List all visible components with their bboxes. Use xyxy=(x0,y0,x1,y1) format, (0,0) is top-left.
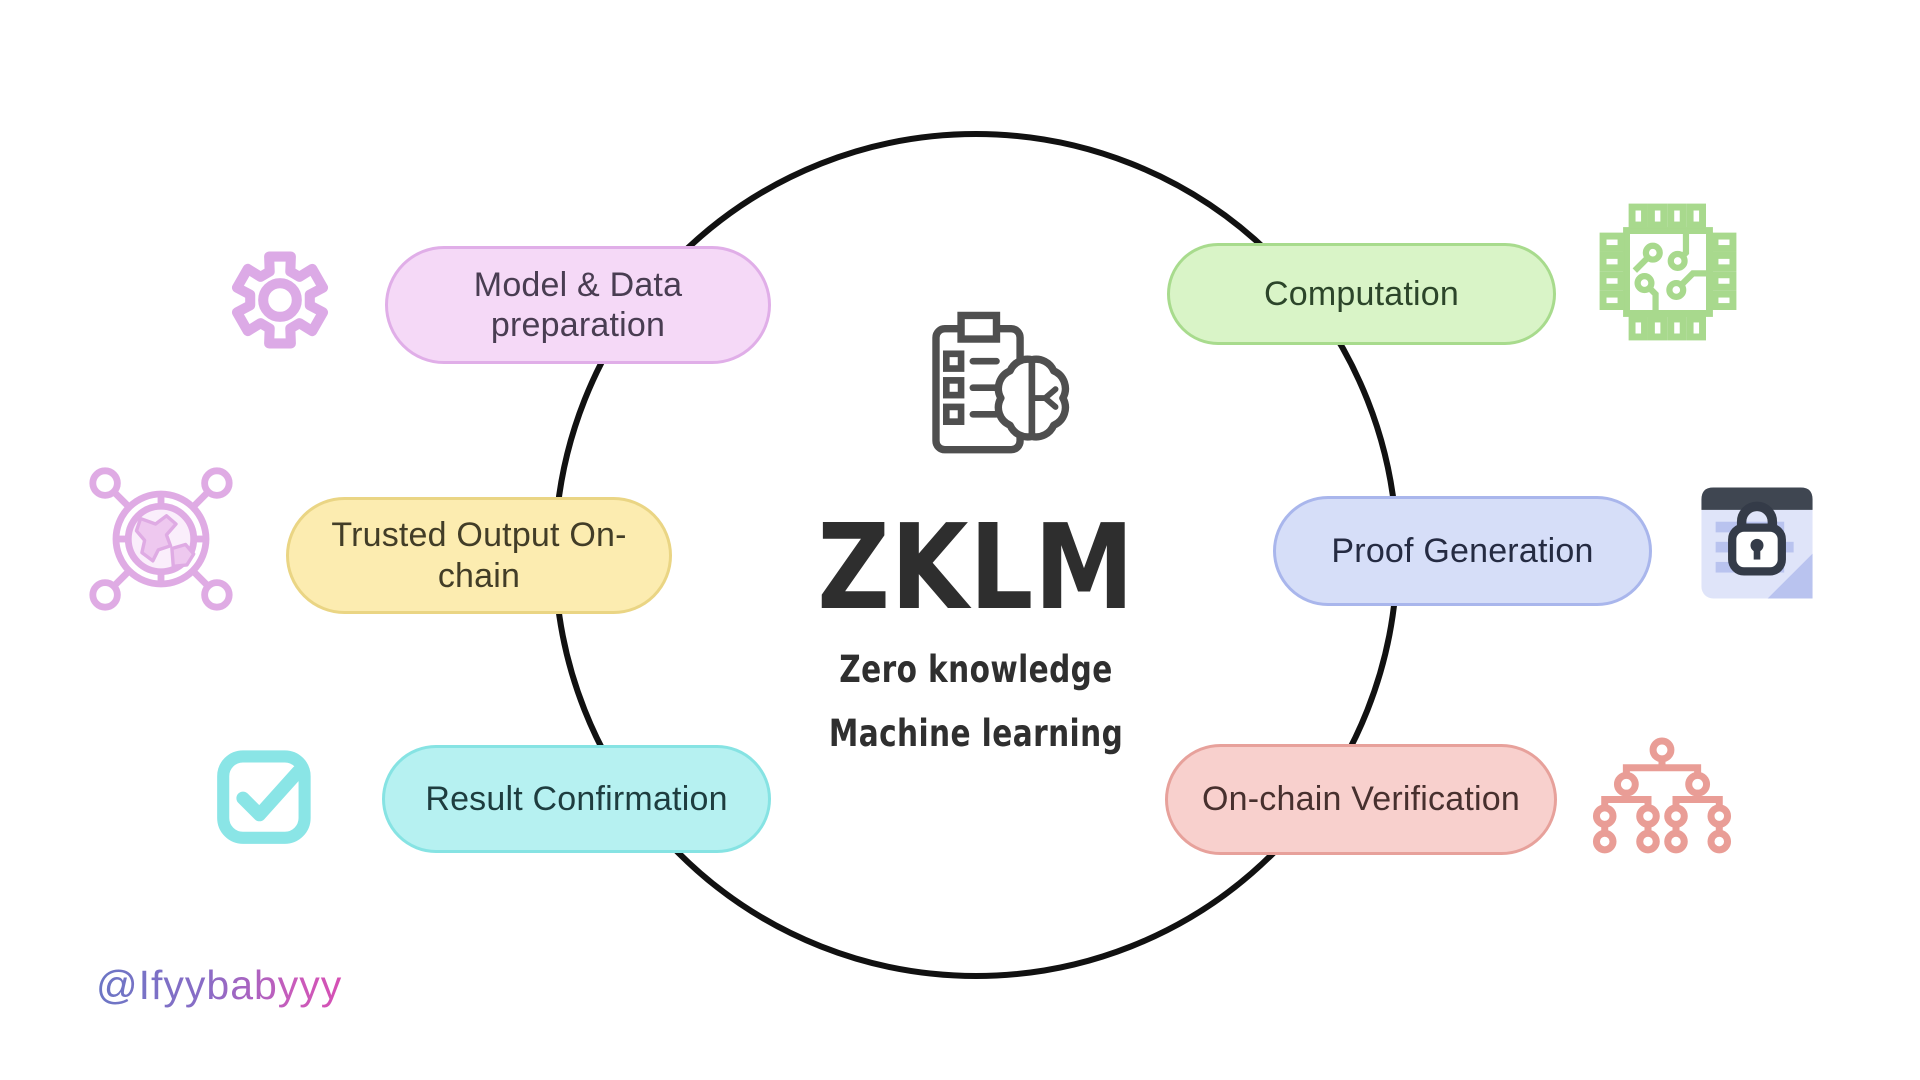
chip-icon xyxy=(1592,196,1744,348)
step-label: Proof Generation xyxy=(1331,531,1594,570)
step-model-data-preparation: Model & Data preparation xyxy=(385,246,771,364)
locked-notes-icon xyxy=(1692,478,1822,608)
globe-network-icon xyxy=(86,464,236,614)
page-title: ZKLM xyxy=(817,498,1135,636)
step-label: On-chain Verification xyxy=(1202,780,1520,819)
step-trusted-output-onchain: Trusted Output On-chain xyxy=(286,497,672,614)
step-computation: Computation xyxy=(1167,243,1556,345)
watermark-handle: @Ifyybabyyy xyxy=(96,962,343,1008)
gear-icon xyxy=(224,244,336,356)
step-onchain-verification: On-chain Verification xyxy=(1165,744,1557,855)
checkbox-icon xyxy=(210,741,320,851)
step-result-confirmation: Result Confirmation xyxy=(382,745,771,853)
subtitle-line-2: Machine learning xyxy=(828,712,1124,755)
hierarchy-icon xyxy=(1592,730,1732,864)
step-label: Result Confirmation xyxy=(425,779,728,818)
clipboard-brain-icon xyxy=(905,302,1085,472)
step-proof-generation: Proof Generation xyxy=(1273,496,1652,606)
step-label: Trusted Output On-chain xyxy=(331,516,627,595)
subtitle-line-1: Zero knowledge xyxy=(839,648,1113,691)
step-label: Computation xyxy=(1264,274,1459,313)
step-label: Model & Data preparation xyxy=(473,265,683,344)
